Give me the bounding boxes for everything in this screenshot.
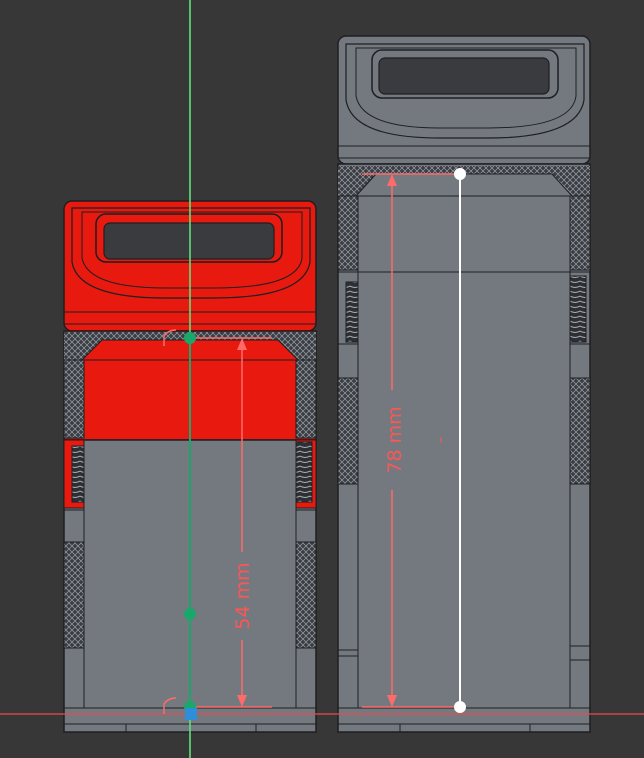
- arrow-up-icon: [237, 338, 247, 350]
- measurement-right-handle-top[interactable]: [454, 168, 466, 180]
- tall-container-model[interactable]: [337, 35, 591, 733]
- tall-container-lid[interactable]: [337, 35, 591, 165]
- measurement-right-handle-bottom[interactable]: [454, 701, 466, 713]
- measurement-center-mark: –: [433, 437, 449, 444]
- measurement-handle-mid[interactable]: [184, 608, 196, 620]
- corner-snap-icon: [163, 329, 177, 346]
- short-container-handle-slot: [95, 213, 283, 263]
- measurement-handle-top[interactable]: [184, 332, 196, 344]
- measurement-right[interactable]: 78 mm –: [362, 168, 466, 713]
- corner-snap-icon: [163, 697, 177, 714]
- snap-point-marker[interactable]: [185, 708, 197, 720]
- tall-container-body[interactable]: [337, 163, 591, 733]
- arrow-up-icon: [387, 174, 397, 186]
- measurement-left-label: 54 mm: [232, 562, 254, 629]
- arrow-down-icon: [237, 695, 247, 707]
- arrow-down-icon: [387, 695, 397, 707]
- measurement-right-label: 78 mm: [384, 406, 406, 473]
- measurement-left[interactable]: 54 mm: [163, 329, 272, 720]
- tall-container-handle-slot: [371, 49, 559, 99]
